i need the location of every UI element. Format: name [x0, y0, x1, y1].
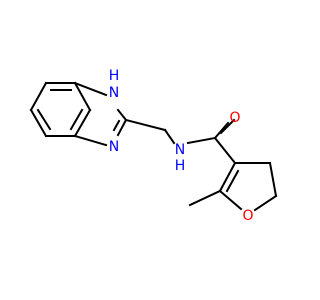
bond	[188, 189, 222, 207]
atom-labels: H N N N H O O	[109, 68, 254, 224]
bond	[73, 134, 108, 147]
bond	[73, 81, 108, 97]
molecule-structure: H N N N H O O	[29, 68, 278, 224]
atom-label-amide-h: H	[175, 158, 186, 174]
bond	[36, 108, 52, 131]
bond	[112, 119, 121, 132]
atom-label-ring-o: O	[242, 208, 253, 224]
bond	[73, 81, 92, 112]
atom-label-ring-n: N	[109, 139, 119, 155]
bond	[219, 118, 236, 135]
bond	[69, 108, 84, 131]
atom-label-carbonyl-o: O	[229, 110, 240, 126]
structure-canvas: H N N N H O O	[29, 68, 278, 224]
bond	[253, 194, 278, 212]
bond	[73, 108, 92, 138]
bonds	[29, 81, 278, 212]
bond	[29, 81, 48, 112]
bond	[116, 118, 128, 137]
bond	[268, 161, 278, 198]
bond	[186, 136, 217, 145]
atom-label-nh-h: H	[109, 68, 120, 84]
atom-label-amide-n: N	[175, 142, 185, 158]
atom-label-nh-n: N	[109, 85, 119, 101]
bond	[163, 128, 176, 145]
bond	[29, 108, 48, 138]
bond	[213, 121, 230, 140]
bond	[116, 108, 128, 122]
bond	[218, 189, 243, 211]
bond	[218, 161, 237, 193]
bond	[225, 169, 240, 193]
bond	[213, 136, 237, 165]
bond	[124, 118, 167, 132]
